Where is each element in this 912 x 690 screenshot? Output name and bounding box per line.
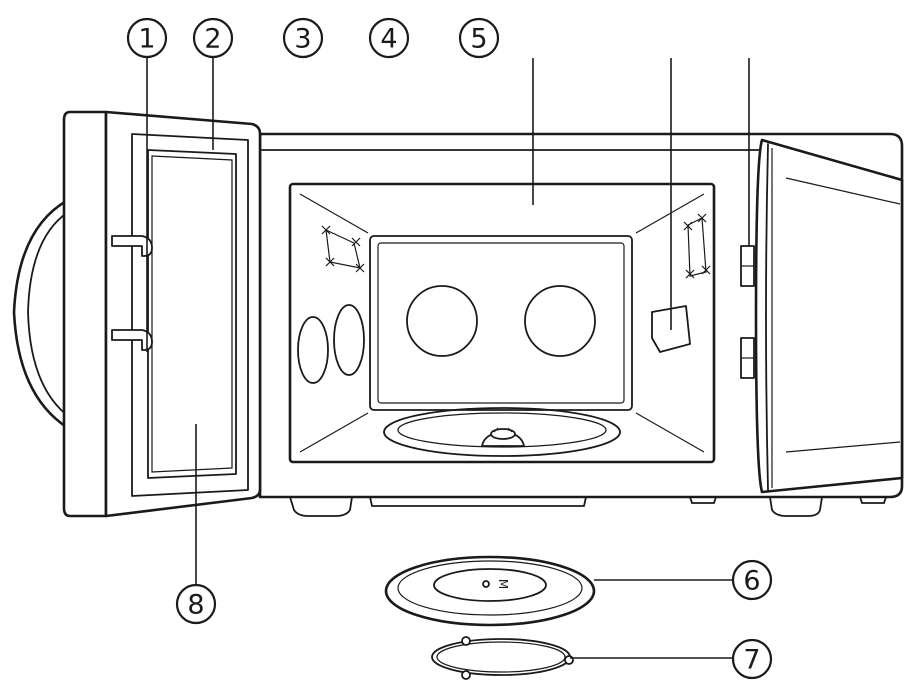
svg-text:4: 4 bbox=[380, 24, 397, 55]
svg-text:8: 8 bbox=[187, 590, 204, 621]
oven-cavity bbox=[288, 182, 716, 464]
turntable-shaft bbox=[481, 427, 525, 447]
svg-text:7: 7 bbox=[743, 645, 760, 676]
svg-text:1: 1 bbox=[138, 24, 155, 55]
grill-bracket-right bbox=[683, 213, 711, 279]
callout-2: 2 bbox=[192, 17, 234, 59]
turntable-marking: M bbox=[496, 579, 510, 589]
roller-ring bbox=[431, 636, 574, 680]
door-handle bbox=[12, 198, 70, 430]
callout-8: 8 bbox=[175, 583, 217, 625]
back-wall-vent-left bbox=[406, 285, 478, 357]
svg-text:3: 3 bbox=[294, 24, 311, 55]
back-wall-vent-right bbox=[524, 285, 596, 357]
grill-bracket-left bbox=[321, 225, 365, 273]
door bbox=[12, 110, 262, 518]
callout-6: 6 bbox=[731, 559, 773, 601]
glass-tray: M bbox=[384, 555, 596, 627]
control-panel bbox=[754, 138, 904, 494]
door-safety-interlock-slots bbox=[740, 245, 755, 379]
callout-3: 3 bbox=[282, 17, 324, 59]
svg-text:2: 2 bbox=[204, 24, 221, 55]
callout-1: 1 bbox=[126, 17, 168, 59]
svg-text:5: 5 bbox=[470, 24, 487, 55]
leader-lines bbox=[146, 58, 750, 659]
callout-4: 4 bbox=[368, 17, 410, 59]
callout-7: 7 bbox=[731, 638, 773, 680]
callout-5: 5 bbox=[458, 17, 500, 59]
svg-text:6: 6 bbox=[743, 566, 760, 597]
door-window bbox=[147, 149, 237, 479]
